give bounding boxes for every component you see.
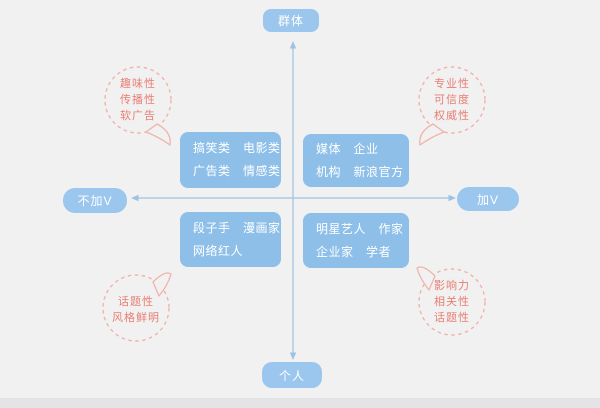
- quadrant-line: 明星艺人 作家: [316, 221, 404, 236]
- quadrant-box-top-right: 媒体 企业 机构 新浪官方: [303, 134, 409, 187]
- callout-bubble-top-left: 趣味性 传播性 软广告: [99, 62, 185, 154]
- callout-line: 影响力: [434, 280, 470, 292]
- callout-line: 风格鲜明: [112, 312, 160, 324]
- arrow-down-icon: [289, 352, 297, 360]
- callout-bubble-bottom-left: 话题性 风格鲜明: [97, 268, 183, 360]
- callout-line: 话题性: [434, 312, 470, 324]
- callout-text: 专业性 可信度 权威性: [413, 76, 491, 124]
- callout-text: 影响力 相关性 话题性: [413, 278, 491, 326]
- quadrant-line: 广告类 情感类: [193, 164, 281, 178]
- axis-label-verified: 加V: [457, 187, 519, 211]
- callout-line: 传播性: [120, 94, 156, 106]
- arrow-up-icon: [289, 41, 297, 49]
- arrow-right-icon: [448, 194, 456, 202]
- speech-bubble-icon: [416, 266, 486, 336]
- quadrant-line: 企业家 学者: [316, 244, 392, 259]
- quadrant-box-bottom-left: 段子手 漫画家 网络红人: [180, 212, 281, 267]
- quadrant-line: 机构 新浪官方: [316, 164, 404, 179]
- speech-bubble-icon: [104, 66, 172, 146]
- callout-text: 趣味性 传播性 软广告: [99, 76, 177, 124]
- axis-label-individual: 个人: [262, 362, 322, 388]
- photo-bottom-edge: [0, 398, 600, 408]
- callout-text: 话题性 风格鲜明: [97, 294, 175, 326]
- callout-bubble-top-right: 专业性 可信度 权威性: [413, 62, 499, 154]
- callout-line: 专业性: [434, 78, 470, 90]
- callout-line: 软广告: [120, 110, 156, 122]
- quadrant-line: 网络红人: [193, 243, 244, 258]
- speech-bubble-icon: [102, 272, 172, 342]
- callout-line: 趣味性: [120, 78, 156, 90]
- axis-label-group: 群体: [263, 9, 319, 32]
- callout-line: 权威性: [434, 110, 470, 122]
- quadrant-box-top-left: 搞笑类 电影类 广告类 情感类: [180, 132, 281, 188]
- callout-line: 可信度: [434, 94, 470, 106]
- quadrant-line: 段子手 漫画家: [193, 220, 281, 235]
- callout-line: 话题性: [118, 296, 154, 308]
- callout-bubble-bottom-right: 影响力 相关性 话题性: [413, 262, 499, 354]
- arrow-left-icon: [131, 194, 139, 202]
- speech-bubble-icon: [418, 66, 486, 146]
- callout-line: 相关性: [434, 296, 470, 308]
- quadrant-box-bottom-right: 明星艺人 作家 企业家 学者: [303, 213, 409, 268]
- quadrant-line: 搞笑类 电影类: [193, 141, 281, 155]
- quadrant-line: 媒体 企业: [316, 141, 379, 156]
- axis-label-unverified: 不加V: [63, 188, 127, 213]
